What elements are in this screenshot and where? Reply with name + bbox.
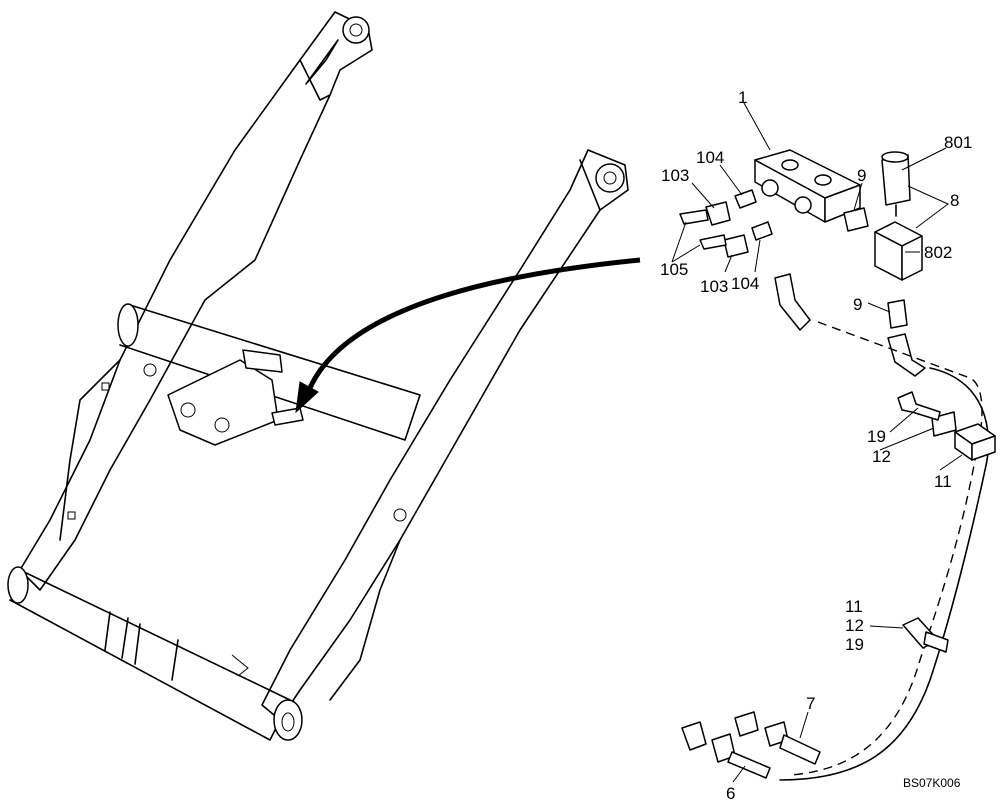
callout-6: 6 bbox=[726, 784, 735, 803]
callout-19: 19 bbox=[867, 427, 886, 446]
callout-9-bottom: 9 bbox=[853, 295, 862, 314]
callout-103-bottom: 103 bbox=[700, 277, 728, 296]
callout-104-bottom: 104 bbox=[731, 274, 759, 293]
callout-11: 11 bbox=[934, 472, 952, 491]
callout-103-top: 103 bbox=[661, 166, 689, 185]
location-arrow bbox=[295, 257, 641, 414]
callout-7: 7 bbox=[806, 694, 815, 713]
hose-ends bbox=[681, 711, 821, 779]
callout-105: 105 bbox=[660, 260, 688, 279]
valve-block-assembly bbox=[679, 149, 926, 377]
callout-1: 1 bbox=[738, 88, 747, 107]
loader-arm-frame bbox=[7, 11, 629, 741]
callout-104-top: 104 bbox=[696, 148, 724, 167]
callout-801: 801 bbox=[944, 133, 972, 152]
callout-19-lower: 19 bbox=[845, 635, 864, 654]
leader-lines bbox=[671, 102, 963, 783]
hose-lines bbox=[779, 321, 996, 781]
callout-802: 802 bbox=[924, 243, 952, 262]
callout-12-lower: 12 bbox=[845, 616, 864, 635]
callout-12: 12 bbox=[872, 447, 891, 466]
callout-8: 8 bbox=[950, 191, 959, 210]
callout-9-top: 9 bbox=[857, 166, 866, 185]
callout-labels: 1 104 103 105 103 104 9 801 8 802 9 19 1… bbox=[660, 88, 972, 803]
drawing-code: BS07K006 bbox=[903, 776, 961, 790]
callout-11-lower: 11 bbox=[845, 597, 863, 616]
